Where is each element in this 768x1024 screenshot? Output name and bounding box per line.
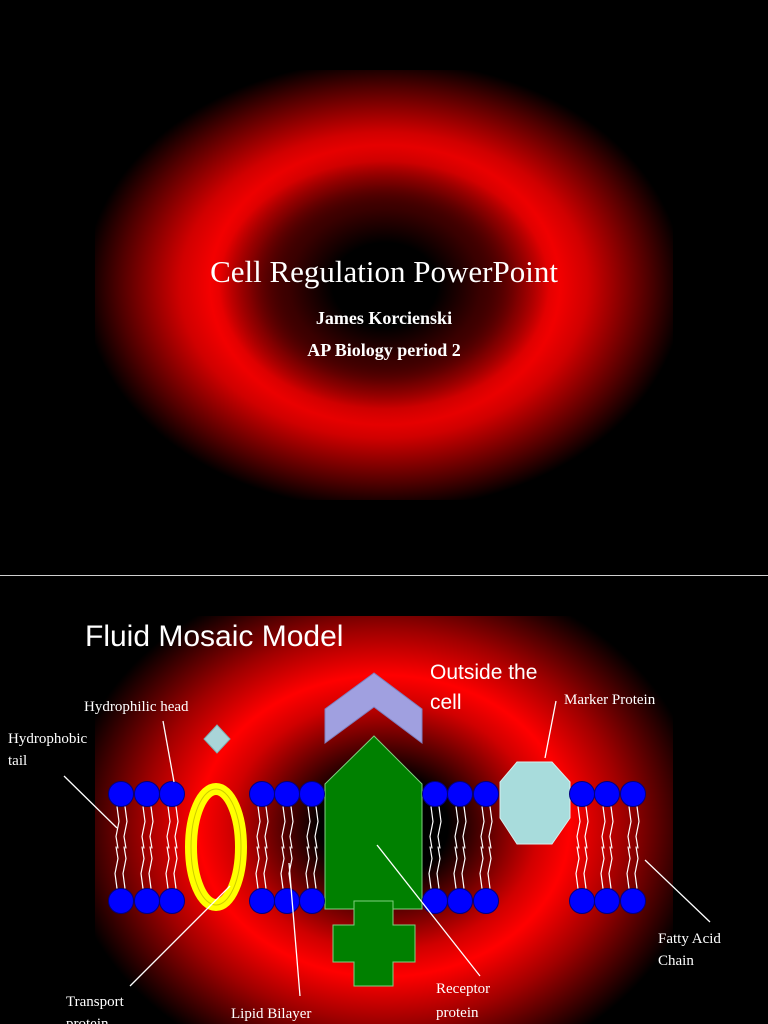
phospholipid-head	[275, 782, 300, 807]
fatty-acid-tail	[429, 847, 432, 889]
fatty-acid-tail	[282, 807, 285, 849]
fatty-acid-tail	[264, 847, 267, 889]
fatty-acid-tail	[290, 807, 293, 849]
fatty-acid-tail	[489, 807, 492, 849]
fatty-acid-tail	[481, 807, 484, 849]
fatty-acid-tail	[141, 847, 144, 889]
fatty-acid-tail	[307, 807, 310, 849]
fluid-mosaic-slide: Fluid Mosaic Model Outside the cell Hydr…	[0, 576, 768, 1024]
hydrophobic-label-line2: tail	[8, 750, 27, 772]
phospholipid-head	[570, 782, 595, 807]
title-slide: Cell Regulation PowerPoint James Korcien…	[0, 0, 768, 575]
fatty-acid-tail	[438, 807, 441, 849]
fatty-acid-tail	[149, 847, 152, 889]
fatty-acid-tail	[124, 807, 127, 849]
fatty-acid-tail	[627, 847, 630, 889]
receptor-cross-shape	[333, 901, 415, 986]
hydrophobic-label-line1: Hydrophobic	[8, 728, 87, 750]
receptor-label-line1: Receptor	[436, 978, 490, 1000]
phospholipid-head	[423, 782, 448, 807]
transport-ring-outline	[191, 789, 241, 905]
fatty-acid-tail	[256, 847, 259, 889]
fatty-acid-label-line1: Fatty Acid	[658, 928, 721, 950]
phospholipid-head	[570, 889, 595, 914]
fatty-acid-tail	[576, 847, 579, 889]
fatty-acid-tail	[265, 807, 268, 849]
phospholipid-head	[250, 889, 275, 914]
phospholipid-head	[300, 889, 325, 914]
transport-label-line2: protein	[66, 1013, 109, 1024]
fatty-acid-tail	[315, 807, 318, 849]
signal-chevron-icon	[325, 673, 422, 743]
fatty-acid-tail	[454, 847, 457, 889]
fatty-acid-tail	[123, 847, 126, 889]
outside-cell-label-line1: Outside the	[430, 658, 537, 688]
phospholipid-head	[423, 889, 448, 914]
fatty-acid-tail	[577, 807, 580, 849]
fatty-acid-tail	[585, 807, 588, 849]
phospholipid-head	[621, 889, 646, 914]
fatty-acid-label-line2: Chain	[658, 950, 694, 972]
fatty-acid-tail	[609, 847, 612, 889]
phospholipid-head	[448, 782, 473, 807]
phospholipid-head	[135, 889, 160, 914]
fatty-acid-tail	[488, 847, 491, 889]
phospholipid-head	[160, 782, 185, 807]
phospholipid-head	[474, 782, 499, 807]
fatty-acid-tail	[455, 807, 458, 849]
author-name: James Korcienski	[0, 308, 768, 329]
outside-cell-label-line2: cell	[430, 688, 462, 718]
phospholipid-head	[160, 889, 185, 914]
lipid-bilayer-label: Lipid Bilayer	[231, 1003, 311, 1024]
fatty-acid-tail	[167, 807, 170, 849]
phospholipid-head	[109, 889, 134, 914]
fatty-acid-tail	[463, 807, 466, 849]
fatty-acid-tail	[610, 807, 613, 849]
marker-protein-label: Marker Protein	[564, 689, 655, 711]
phospholipid-head	[250, 782, 275, 807]
fatty-acid-tail	[142, 807, 145, 849]
slide-title: Fluid Mosaic Model	[85, 620, 343, 654]
fatty-acid-tail	[584, 847, 587, 889]
fatty-acid-tail	[430, 807, 433, 849]
fatty-acid-tail	[166, 847, 169, 889]
pointer-hydrophilic	[163, 721, 174, 782]
phospholipid-head	[595, 782, 620, 807]
slide-title: Cell Regulation PowerPoint	[0, 254, 768, 290]
receptor-label-line2: protein	[436, 1002, 479, 1024]
phospholipid-head	[109, 782, 134, 807]
course-name: AP Biology period 2	[0, 340, 768, 361]
phospholipid-head	[135, 782, 160, 807]
pointer-marker	[545, 701, 556, 758]
fatty-acid-tail	[437, 847, 440, 889]
fatty-acid-tail	[480, 847, 483, 889]
fatty-acid-tail	[462, 847, 465, 889]
phospholipid-head	[621, 782, 646, 807]
small-molecule-diamond	[204, 725, 230, 753]
phospholipid-head	[595, 889, 620, 914]
fatty-acid-tail	[602, 807, 605, 849]
phospholipid-head	[448, 889, 473, 914]
fatty-acid-tail	[306, 847, 309, 889]
fatty-acid-tail	[314, 847, 317, 889]
pointer-lipid-bilayer	[289, 863, 300, 996]
fatty-acid-tail	[150, 807, 153, 849]
fatty-acid-tail	[636, 807, 639, 849]
marker-protein-shape	[500, 762, 570, 844]
fatty-acid-tail	[175, 807, 178, 849]
phospholipid-head	[300, 782, 325, 807]
fatty-acid-tail	[115, 847, 118, 889]
pointer-fatty-acid	[645, 860, 710, 922]
fatty-acid-tail	[601, 847, 604, 889]
phospholipid-head	[474, 889, 499, 914]
phospholipid-head	[275, 889, 300, 914]
fatty-acid-tail	[628, 807, 631, 849]
pointer-hydrophobic	[64, 776, 117, 828]
transport-label-line1: Transport	[66, 991, 124, 1013]
fatty-acid-tail	[174, 847, 177, 889]
fatty-acid-tail	[257, 807, 260, 849]
fatty-acid-tail	[281, 847, 284, 889]
hydrophilic-head-label: Hydrophilic head	[84, 696, 189, 718]
fatty-acid-tail	[635, 847, 638, 889]
